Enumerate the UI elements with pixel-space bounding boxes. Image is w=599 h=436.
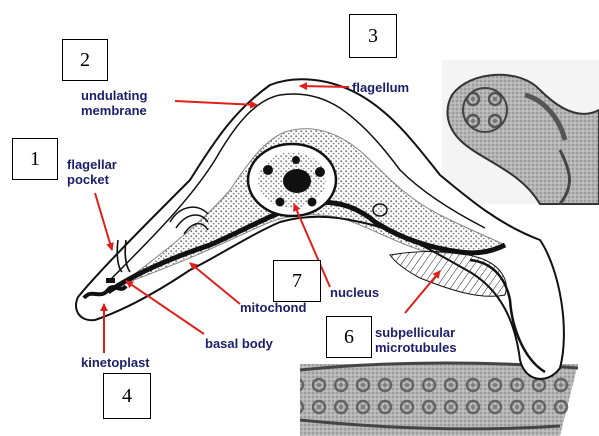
arrow-flagellar-pocket <box>95 193 112 250</box>
arrow-undulating-membrane <box>175 101 257 105</box>
label-kinetoplast: kinetoplast <box>81 355 150 370</box>
number-box-4: 4 <box>103 373 151 419</box>
number-box-1: 1 <box>12 138 58 180</box>
micrograph-top-right <box>442 60 599 204</box>
arrow-flagellum <box>300 86 349 87</box>
label-basal-body: basal body <box>205 336 273 351</box>
label-mitochondrion: mitochond <box>240 300 306 315</box>
number-box-6: 6 <box>326 316 372 358</box>
label-undulating-membrane: undulating membrane <box>81 88 147 118</box>
number-box-2: 2 <box>62 39 108 81</box>
label-flagellum: flagellum <box>352 80 409 95</box>
number-box-3: 3 <box>349 14 397 58</box>
label-flagellar-pocket: flagellar pocket <box>67 157 117 187</box>
arrow-basal-body <box>126 281 204 334</box>
number-box-7: 7 <box>273 260 321 302</box>
arrow-mitochondrion <box>190 263 240 304</box>
label-nucleus: nucleus <box>330 285 379 300</box>
label-subpellicular-microtubules: subpellicular microtubules <box>375 325 457 355</box>
